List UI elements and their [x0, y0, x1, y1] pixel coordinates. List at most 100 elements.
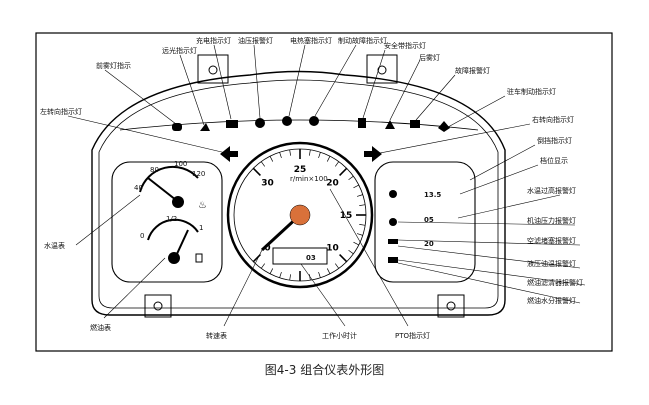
- callout-label: 制动故障指示灯: [338, 36, 387, 45]
- tach-minor-tick: [326, 268, 331, 274]
- tach-major-tick: [252, 167, 261, 176]
- temp-tick-label: 40: [134, 184, 143, 192]
- brake-fault-icon: [309, 116, 319, 126]
- callout-label: 充电指示灯: [196, 36, 231, 45]
- cluster-housing-inner: [98, 79, 499, 309]
- callout-label: 燃油表: [90, 323, 111, 332]
- hour-meter-value: 03: [306, 254, 316, 262]
- callout-label: 燃油滤清器报警灯: [527, 278, 583, 287]
- tach-minor-tick: [260, 263, 266, 269]
- temp-tick-label: 80: [150, 166, 159, 174]
- tach-minor-tick: [269, 156, 274, 162]
- tach-minor-tick: [359, 204, 366, 206]
- tach-minor-tick: [334, 263, 340, 269]
- fault-warning-icon: [410, 120, 420, 128]
- tach-major-tick: [339, 167, 348, 176]
- tach-scale-label: 30: [261, 178, 274, 188]
- lcd-warning-area: 13.5 05 20: [388, 190, 441, 263]
- callout-labels: 前雾灯指示 远光指示灯 充电指示灯 油压报警灯 电热塞指示灯 制动故障指示灯 安…: [40, 36, 583, 340]
- callout-label: 电热塞指示灯: [290, 36, 332, 45]
- lcd-line-2: 05: [424, 216, 434, 224]
- fuel-pump-icon: [195, 253, 203, 263]
- tachometer-outer-ring: [226, 141, 374, 289]
- fuel-needle: [175, 229, 189, 257]
- tach-minor-tick: [289, 149, 291, 156]
- tach-minor-tick: [318, 152, 321, 159]
- tach-minor-tick: [326, 156, 331, 162]
- tach-minor-tick: [309, 274, 311, 281]
- cluster-housing-outer: [91, 70, 506, 316]
- callout-label: 安全带指示灯: [384, 41, 426, 50]
- temp-tick-label: 120: [192, 170, 205, 178]
- tach-minor-tick: [269, 268, 274, 274]
- high-beam-icon: [200, 123, 210, 131]
- lcd-line-1: 13.5: [424, 191, 441, 199]
- left-turn-signal-icon: [220, 146, 238, 162]
- mounting-tab-bottom-left: [144, 294, 172, 318]
- indicator-icons: [172, 116, 450, 162]
- rear-fog-lamp-icon: [385, 120, 395, 129]
- tach-scale-label: 25: [294, 165, 307, 175]
- tach-minor-tick: [353, 184, 359, 189]
- tachometer-ticks: [252, 149, 366, 281]
- tach-minor-tick: [289, 274, 291, 281]
- fuel-hub: [168, 252, 180, 264]
- figure-caption: 图4-3 组合仪表外形图: [264, 363, 385, 377]
- callout-label: 液压油温报警灯: [527, 259, 576, 268]
- hydraulic-oil-warning-icon: [388, 257, 398, 263]
- callout-label: 水温表: [44, 241, 65, 250]
- mounting-tab-left: [197, 54, 229, 84]
- callout-label: 油压报警灯: [238, 36, 273, 45]
- tach-minor-tick: [260, 161, 266, 167]
- fuel-tick-label: 1/2: [166, 215, 177, 223]
- seat-belt-icon: [358, 118, 366, 128]
- callout-label: 机油压力报警灯: [527, 216, 576, 225]
- tachometer-hub: [289, 204, 311, 226]
- water-temperature-gauge: 40 80 100 120 ♨: [134, 160, 207, 211]
- callout-label: 倒挡指示灯: [537, 136, 572, 145]
- fuel-tick-label: 0: [140, 232, 144, 240]
- hour-meter-window: [272, 247, 328, 265]
- front-fog-lamp-icon: [172, 123, 182, 131]
- oil-pressure-warning-icon: [389, 218, 397, 226]
- callout-label: 故障报警灯: [455, 66, 490, 75]
- callout-label: 后雾灯: [419, 53, 440, 62]
- callout-label: 远光指示灯: [162, 46, 197, 55]
- tach-major-tick: [339, 254, 348, 263]
- callout-label: 前雾灯指示: [96, 61, 131, 70]
- fuel-tick-label: 1: [199, 224, 203, 232]
- air-filter-warning-icon: [388, 239, 398, 244]
- tach-scale-label: 15: [340, 211, 353, 221]
- lcd-line-3: 20: [424, 240, 434, 248]
- tachometer-unit: r/min×100: [290, 175, 328, 183]
- mounting-tab-right: [366, 54, 398, 84]
- tach-minor-tick: [356, 194, 363, 197]
- tach-scale-label: 0: [264, 244, 270, 254]
- right-turn-signal-icon: [364, 146, 382, 162]
- tach-minor-tick: [356, 233, 363, 236]
- tach-minor-tick: [348, 249, 354, 255]
- battery-icon: [226, 120, 238, 128]
- outer-frame: [35, 32, 613, 352]
- callout-label: 档位显示: [540, 156, 568, 165]
- tach-minor-tick: [279, 271, 282, 278]
- callout-label: 左转向指示灯: [40, 107, 82, 116]
- tach-scale-label: 20: [326, 178, 339, 188]
- glow-plug-icon: [282, 116, 292, 126]
- indicator-bar-lower-edge: [119, 119, 479, 131]
- temp-tick-label: 100: [174, 160, 187, 168]
- tach-minor-tick: [279, 152, 282, 159]
- left-gauge-panel: [111, 161, 223, 283]
- mounting-tab-bottom-right: [437, 294, 465, 318]
- tach-minor-tick: [348, 175, 354, 181]
- parking-brake-icon: [438, 121, 450, 132]
- callout-label: 水温过高报警灯: [527, 186, 576, 195]
- callout-label: 驻车制动指示灯: [507, 87, 556, 96]
- callout-leader-lines: [67, 44, 586, 327]
- callout-label: 工作小时计: [322, 331, 357, 340]
- callout-label: 燃油水分报警灯: [527, 296, 576, 305]
- tach-scale-label: 10: [326, 244, 339, 254]
- callout-label: 转速表: [206, 331, 227, 340]
- callout-label: 空滤堵塞报警灯: [527, 236, 576, 245]
